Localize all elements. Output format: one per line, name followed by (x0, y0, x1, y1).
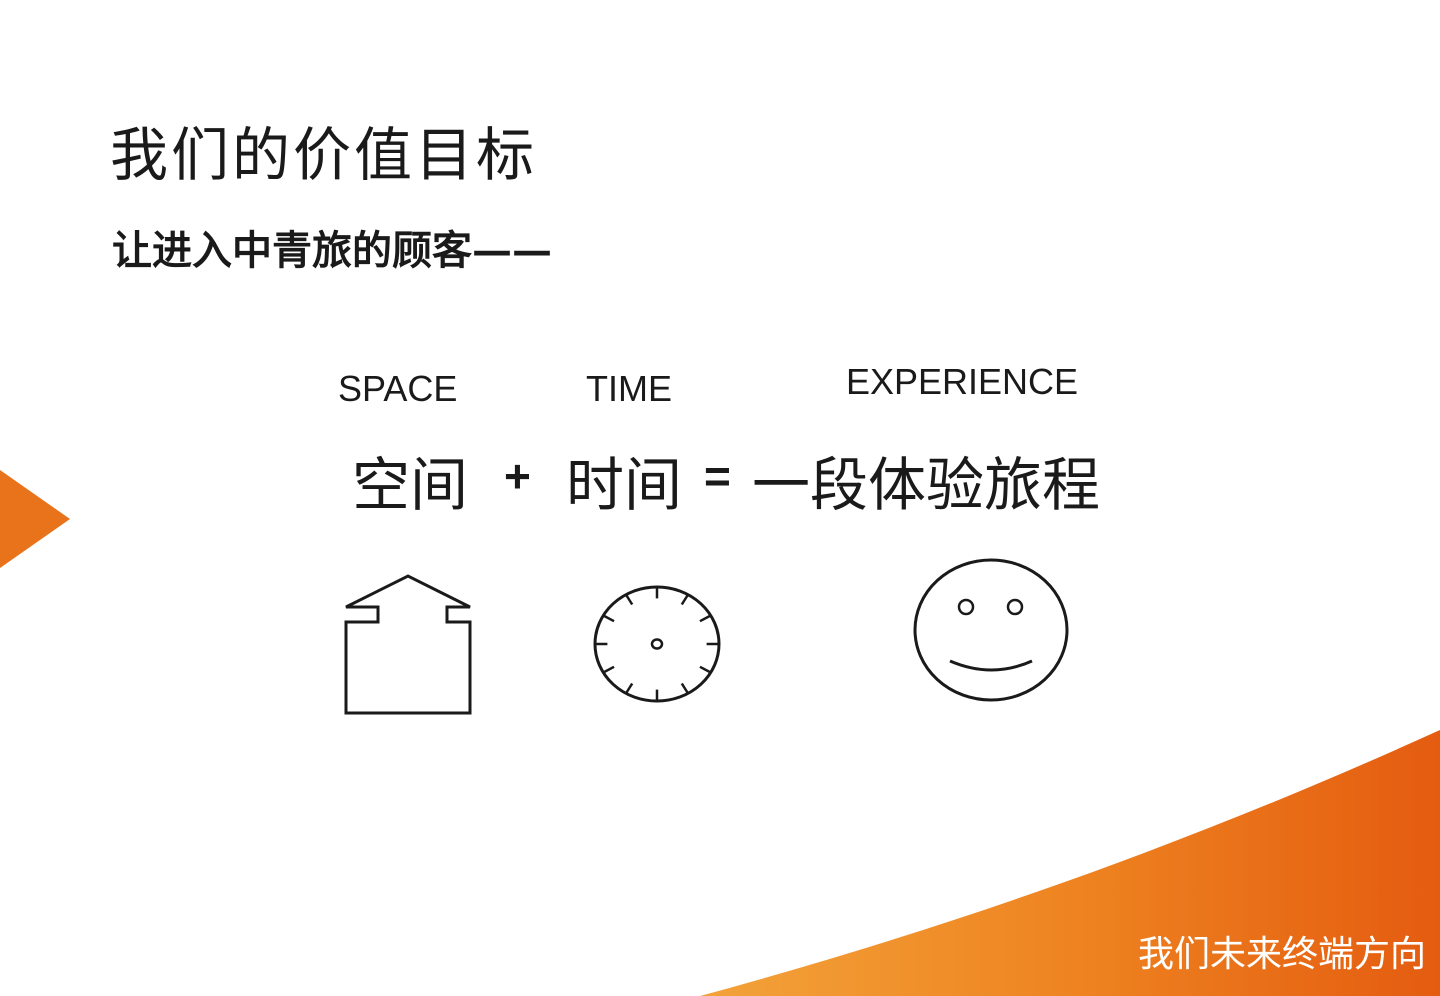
smiley-left-eye (957, 598, 975, 616)
clock-tick (602, 614, 615, 623)
left-arrow-triangle (0, 470, 70, 568)
clock-tick (602, 665, 615, 674)
clock-tick (624, 593, 634, 606)
clock-tick (624, 682, 634, 695)
clock-tick (699, 614, 712, 623)
label-time: TIME (586, 368, 672, 409)
orange-swoosh (700, 730, 1440, 996)
clock-icon (593, 585, 721, 703)
smiley-right-eye (1006, 598, 1024, 616)
footer-caption: 我们未来终端方向 (1137, 934, 1426, 975)
clock-tick (680, 593, 690, 606)
equation-equals: = (704, 450, 731, 502)
equation-plus: + (504, 450, 531, 502)
smiley-mouth (949, 659, 1033, 672)
equation-time: 时间 (566, 451, 683, 519)
equation-space: 空间 (352, 451, 469, 519)
clock-tick (680, 682, 690, 695)
smiley-icon (913, 558, 1069, 702)
equation-experience: 一段体验旅程 (752, 451, 1101, 519)
house-icon (344, 574, 472, 715)
label-space: SPACE (338, 368, 458, 409)
clock-ticks (595, 587, 719, 701)
clock-tick (699, 665, 712, 674)
label-experience: EXPERIENCE (846, 361, 1079, 402)
page-title: 我们的价值目标 (110, 121, 538, 189)
page-subtitle: 让进入中青旅的顾客—— (112, 227, 552, 274)
